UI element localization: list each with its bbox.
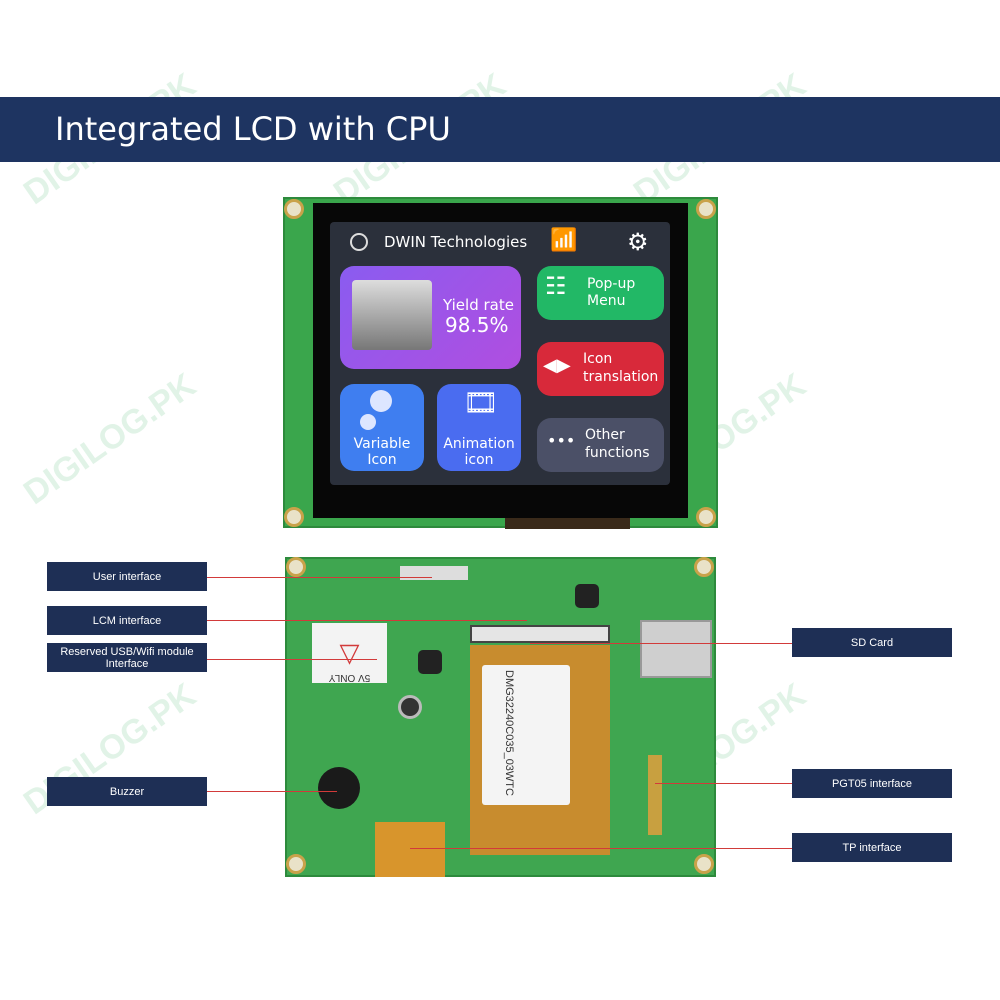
sticker-text: DMG32240C035_03WTC (502, 670, 515, 796)
more-dots-icon: ••• (547, 431, 576, 450)
dwin-logo-icon (350, 233, 368, 251)
yield-value: 98.5% (445, 313, 509, 337)
popup-label: Pop-up (587, 276, 636, 292)
yield-rate-tile[interactable]: Yield rate 98.5% (340, 266, 521, 369)
animation-label: icon (464, 452, 494, 468)
mount-hole (284, 507, 304, 527)
other-label: functions (585, 445, 650, 461)
label-pgt05-interface: PGT05 interface (792, 769, 952, 798)
other-label: Other (585, 427, 625, 443)
mount-hole (694, 557, 714, 577)
sd-card-slot (640, 620, 712, 678)
bubbles-icon (370, 390, 392, 412)
capacitor (398, 695, 422, 719)
pointer-line (530, 643, 792, 644)
brand-name: DWIN Technologies (384, 233, 528, 251)
tp-connector (375, 822, 445, 877)
arrows-icon: ◀▶ (543, 355, 571, 376)
user-interface-connector (400, 566, 468, 580)
variable-icon-tile[interactable]: Variable Icon (340, 384, 424, 471)
mount-hole (694, 854, 714, 874)
warning-text: 5V ONLY (328, 672, 371, 683)
pgt05-header (648, 755, 662, 835)
label-lcm-interface: LCM interface (47, 606, 207, 635)
mount-hole (696, 507, 716, 527)
label-tp-interface: TP interface (792, 833, 952, 862)
product-sticker: DMG32240C035_03WTC (482, 665, 570, 805)
sitemap-icon: ☷ (545, 272, 567, 300)
translation-label: Icon (583, 351, 613, 367)
animation-icon-tile[interactable]: 🎞 Animation icon (437, 384, 521, 471)
pointer-line (207, 659, 377, 660)
label-buzzer: Buzzer (47, 777, 207, 806)
popup-label: Menu (587, 293, 626, 309)
mount-hole (696, 199, 716, 219)
inductor (575, 584, 599, 608)
mount-hole (286, 557, 306, 577)
pointer-line (207, 791, 337, 792)
machine-image (352, 280, 432, 350)
wifi-icon: 📶 (550, 228, 578, 253)
other-functions-tile[interactable]: ••• Other functions (537, 418, 664, 472)
title-banner: Integrated LCD with CPU (0, 97, 1000, 162)
inductor (418, 650, 442, 674)
animation-label: Animation (443, 436, 515, 452)
gear-icon[interactable]: ⚙ (627, 228, 649, 256)
variable-label: Icon (367, 452, 397, 468)
warning-sticker: 5V ONLY△ (312, 623, 387, 683)
popup-menu-tile[interactable]: ☷ Pop-up Menu (537, 266, 664, 320)
flex-cable (505, 515, 630, 529)
buzzer (318, 767, 360, 809)
watermark: DIGILOG.PK (16, 366, 203, 513)
pointer-line (207, 577, 432, 578)
label-usb-wifi-interface: Reserved USB/Wifi module Interface (47, 643, 207, 672)
page-title: Integrated LCD with CPU (55, 110, 451, 148)
yield-label: Yield rate (443, 296, 514, 314)
lcm-connector (470, 625, 610, 643)
pointer-line (410, 848, 792, 849)
variable-label: Variable (353, 436, 411, 452)
translation-label: translation (583, 369, 659, 385)
screen-ui: DWIN Technologies 📶 ⚙ Yield rate 98.5% ☷… (330, 222, 670, 485)
label-user-interface: User interface (47, 562, 207, 591)
mount-hole (284, 199, 304, 219)
pointer-line (655, 783, 792, 784)
icon-translation-tile[interactable]: ◀▶ Icon translation (537, 342, 664, 396)
bubbles-icon (360, 414, 376, 430)
label-sd-card: SD Card (792, 628, 952, 657)
mount-hole (286, 854, 306, 874)
film-reel-icon: 🎞 (463, 386, 499, 419)
pointer-line (207, 620, 527, 621)
